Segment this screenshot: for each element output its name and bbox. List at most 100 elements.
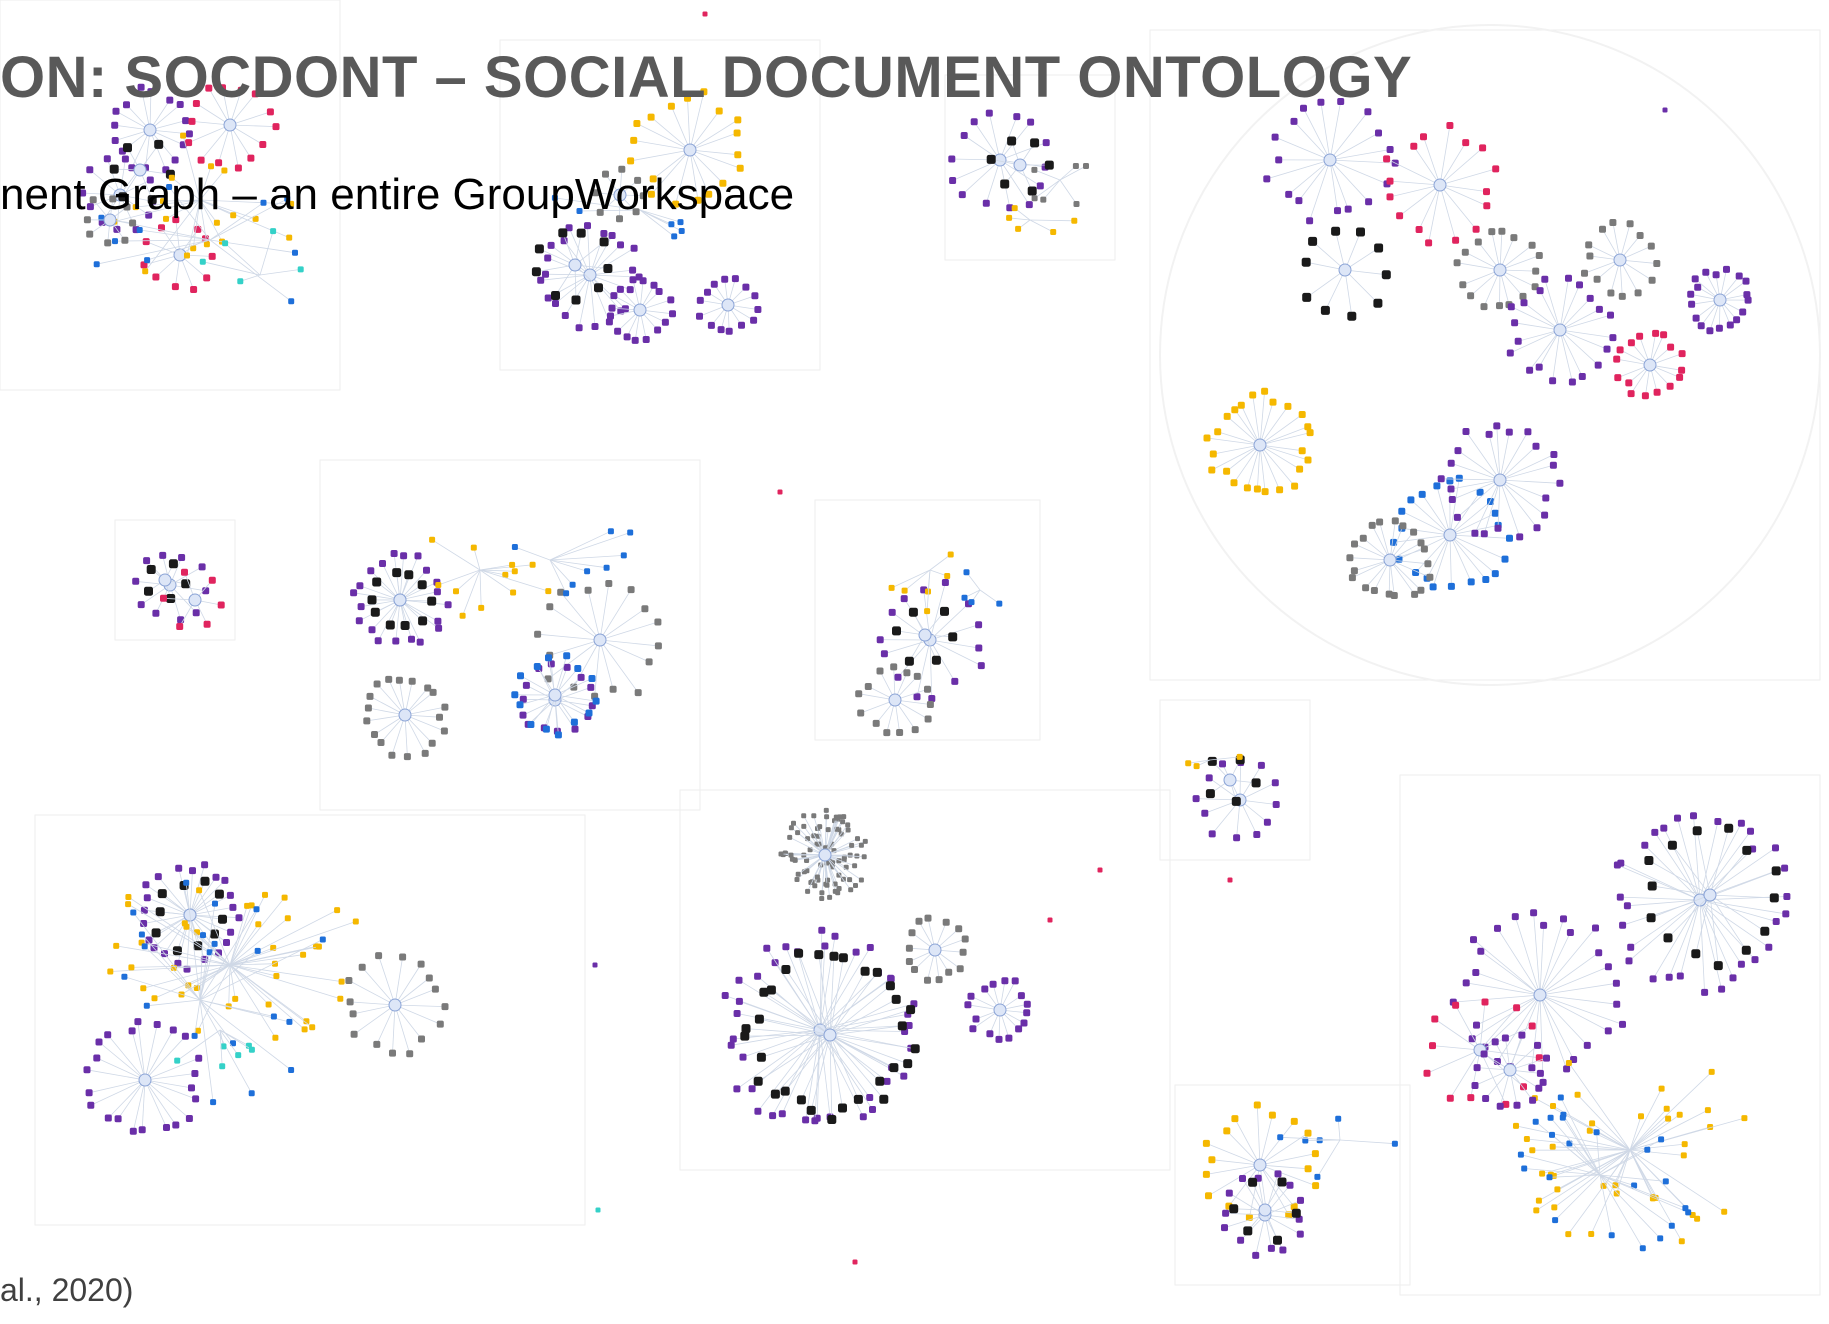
graph-edge	[361, 599, 401, 607]
graph-edge	[824, 854, 865, 858]
graph-node	[112, 107, 120, 115]
graph-edge	[599, 608, 646, 641]
graph-node	[961, 594, 968, 601]
graph-node	[1663, 1105, 1670, 1112]
graph-node	[172, 1121, 180, 1129]
graph-node	[166, 96, 174, 104]
graph-node	[213, 219, 220, 226]
graph-node	[795, 830, 801, 836]
graph-node	[960, 132, 968, 139]
graph-edge	[1439, 147, 1483, 186]
graph-node	[986, 154, 996, 164]
graph-edge	[564, 274, 591, 316]
graph-node	[811, 813, 817, 819]
hub-node	[1258, 1203, 1272, 1217]
graph-node	[1202, 1170, 1210, 1178]
graph-edge	[114, 239, 211, 242]
graph-node	[1192, 795, 1200, 803]
graph-node	[754, 1014, 764, 1024]
graph-node	[368, 626, 376, 634]
graph-edge	[1514, 322, 1561, 331]
graph-node	[975, 621, 983, 629]
graph-edge	[599, 583, 610, 641]
graph-edge	[1234, 1118, 1261, 1166]
graph-node	[1447, 582, 1455, 590]
graph-node	[1411, 590, 1419, 598]
graph-node	[1641, 392, 1649, 400]
graph-node	[888, 608, 896, 616]
graph-node	[1304, 423, 1312, 431]
graph-edge	[378, 955, 396, 1006]
graph-node	[198, 563, 206, 571]
graph-node	[1311, 1150, 1319, 1158]
graph-node	[1344, 205, 1352, 213]
graph-node	[157, 889, 167, 899]
graph-edge	[399, 599, 439, 629]
graph-edge	[229, 964, 269, 1005]
graph-node	[1506, 349, 1514, 357]
graph-node	[1604, 1027, 1612, 1035]
graph-edge	[1257, 444, 1261, 490]
graph-edge	[1709, 828, 1730, 896]
graph-edge	[1259, 444, 1303, 452]
graph-edge	[926, 569, 931, 612]
graph-node	[203, 274, 211, 282]
graph-node	[756, 1052, 766, 1062]
graph-node	[1658, 1136, 1665, 1143]
graph-edge	[1059, 179, 1077, 205]
graph-edge	[689, 91, 705, 151]
graph-node	[408, 635, 415, 643]
graph-node	[1528, 1064, 1536, 1072]
graph-node	[185, 1115, 193, 1122]
graph-node	[1462, 428, 1470, 435]
graph-node	[1006, 204, 1014, 212]
graph-node	[913, 672, 921, 680]
graph-node	[1083, 163, 1089, 169]
graph-edge	[1449, 512, 1496, 536]
graph-node	[791, 820, 796, 826]
graph-node	[1618, 292, 1626, 300]
graph-node	[1518, 1031, 1526, 1039]
graph-node	[1532, 1118, 1539, 1125]
graph-node	[1447, 459, 1455, 467]
graph-node	[1368, 521, 1376, 529]
graph-edge	[199, 952, 211, 1001]
graph-node	[727, 1041, 735, 1049]
graph-edge	[599, 589, 632, 641]
graph-node	[1706, 327, 1714, 335]
graph-node	[1415, 226, 1423, 233]
hub-node	[1533, 988, 1547, 1002]
graph-edge	[1293, 121, 1331, 161]
graph-node	[794, 877, 800, 882]
graph-node	[1071, 217, 1078, 224]
graph-edge	[1259, 1115, 1273, 1166]
graph-node	[1015, 1025, 1023, 1033]
graph-edge	[1562, 1117, 1601, 1176]
graph-node	[575, 324, 583, 332]
graph-edge	[829, 1034, 895, 1068]
graph-edge	[1599, 1139, 1662, 1176]
graph-node	[441, 1003, 449, 1011]
graph-node	[563, 663, 571, 671]
graph-node	[1520, 1083, 1527, 1091]
graph-node	[218, 914, 227, 924]
graph-edge	[1306, 269, 1346, 298]
graph-node	[812, 883, 818, 889]
graph-node	[596, 208, 604, 216]
graph-edge	[359, 585, 401, 601]
graph-edge	[639, 209, 672, 225]
graph-edge	[199, 166, 212, 201]
graph-node	[834, 815, 840, 821]
graph-node	[654, 642, 662, 650]
graph-node	[1346, 554, 1354, 562]
graph-node	[948, 155, 956, 163]
graph-node	[1513, 1004, 1521, 1012]
graph-node	[1275, 156, 1283, 164]
graph-edge	[1554, 1149, 1631, 1208]
graph-node	[806, 1105, 816, 1115]
graph-node	[607, 312, 614, 320]
graph-node	[147, 88, 155, 96]
graph-node	[970, 118, 978, 126]
hub-node	[888, 693, 902, 707]
graph-edge	[1499, 454, 1555, 481]
